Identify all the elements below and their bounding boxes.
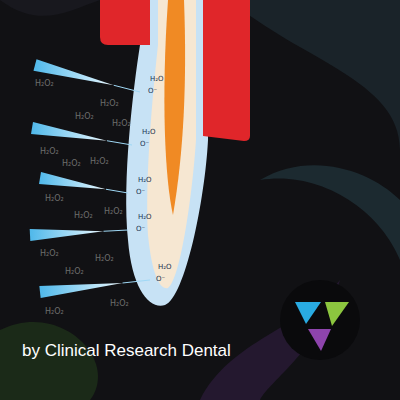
logo	[280, 280, 360, 360]
molecule-label: H₂O	[150, 76, 164, 83]
molecule-label: O⁻	[136, 226, 145, 233]
swirl	[230, 0, 400, 150]
peroxide-label: H₂O₂	[62, 160, 81, 168]
caption: by Clinical Research Dental	[22, 342, 231, 361]
swirl	[0, 0, 100, 16]
enamel	[126, 0, 208, 306]
peroxide-label: H₂O₂	[104, 208, 123, 216]
molecule-label: O⁻	[136, 189, 145, 196]
molecule-label: H₂O	[138, 214, 152, 221]
peroxide-label: H₂O₂	[95, 255, 114, 263]
gum	[100, 0, 150, 45]
molecule-label: O⁻	[148, 88, 157, 95]
peroxide-label: H₂O₂	[40, 148, 59, 156]
dentin	[147, 0, 196, 288]
peroxide-label: H₂O₂	[45, 195, 64, 203]
peroxide-label: H₂O₂	[35, 80, 54, 88]
pulp	[164, 0, 185, 215]
molecule-label: H₂O	[138, 177, 152, 184]
peroxide-label: H₂O₂	[112, 120, 131, 128]
peroxide-label: H₂O₂	[90, 158, 109, 166]
molecule-label: H₂O	[158, 264, 172, 271]
peroxide-label: H₂O₂	[75, 113, 94, 121]
peroxide-label: H₂O₂	[110, 300, 129, 308]
peroxide-jets	[30, 59, 150, 298]
peroxide-label: H₂O₂	[74, 212, 93, 220]
swirl	[0, 322, 98, 400]
peroxide-label: H₂O₂	[45, 308, 64, 316]
molecule-label: O⁻	[156, 276, 165, 283]
molecule-label: O⁻	[140, 141, 149, 148]
peroxide-label: H₂O₂	[40, 250, 59, 258]
swirl	[260, 165, 400, 260]
gum	[203, 0, 250, 141]
peroxide-label: H₂O₂	[100, 100, 119, 108]
peroxide-label: H₂O₂	[65, 268, 84, 276]
molecule-label: H₂O	[142, 129, 156, 136]
